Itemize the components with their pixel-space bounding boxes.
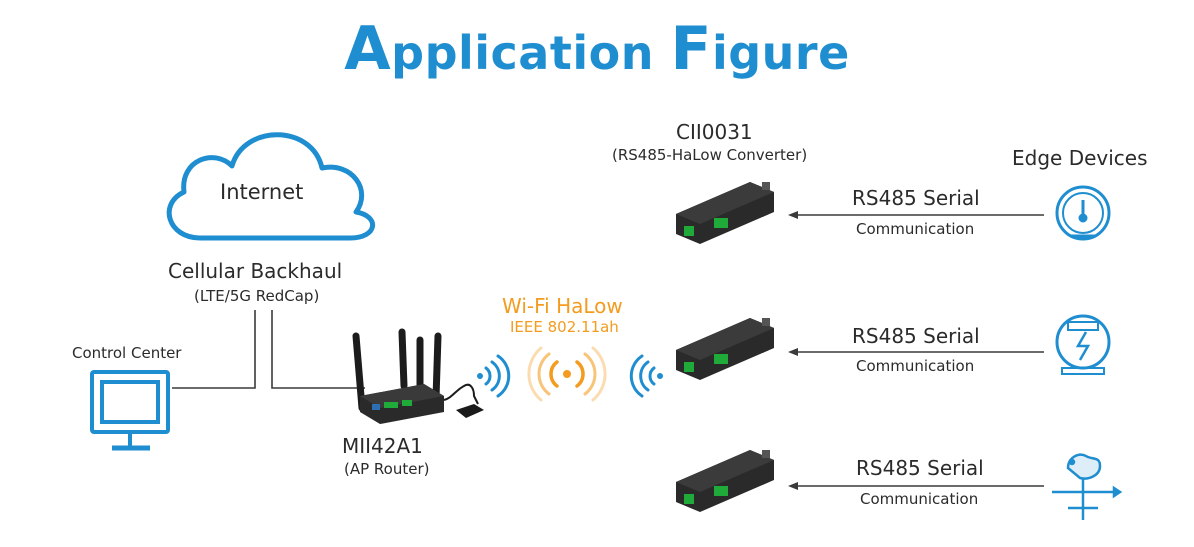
router-icon [352,328,484,424]
router-title: MII42A1 [342,434,423,458]
halow-title: Wi-Fi HaLow [502,294,623,318]
halow-subtitle: IEEE 802.11ah [510,318,619,336]
converter-icon [676,450,774,512]
backhaul-subtitle: (LTE/5G RedCap) [194,287,320,305]
link-subtitle: Communication [856,357,975,375]
converter-subtitle: (RS485-HaLow Converter) [612,146,808,164]
link-subtitle: Communication [856,220,975,238]
edge-devices-title: Edge Devices [1012,146,1148,170]
backhaul-lines [172,310,365,389]
page-title: Application Figure [344,14,850,84]
router-subtitle: (AP Router) [344,460,430,478]
link-title: RS485 Serial [852,324,980,348]
halow-signal-icon [527,346,607,402]
cloud-icon [166,132,376,241]
wifi-signal-left-icon [477,354,511,398]
cloud-label: Internet [220,180,304,204]
link-subtitle: Communication [860,490,979,508]
rs485-arrows [788,211,1044,490]
backhaul-title: Cellular Backhaul [168,259,343,283]
converter-title: CII0031 [676,120,753,144]
link-title: RS485 Serial [856,456,984,480]
control-center-label: Control Center [72,344,182,362]
converter-icon [676,318,774,380]
gauge-icon [1055,185,1111,241]
link-title: RS485 Serial [852,186,980,210]
weather-vane-icon [1052,453,1123,520]
energy-meter-icon [1055,314,1111,375]
converter-icon [676,182,774,244]
wifi-signal-right-icon [629,354,663,398]
monitor-icon [90,370,170,451]
